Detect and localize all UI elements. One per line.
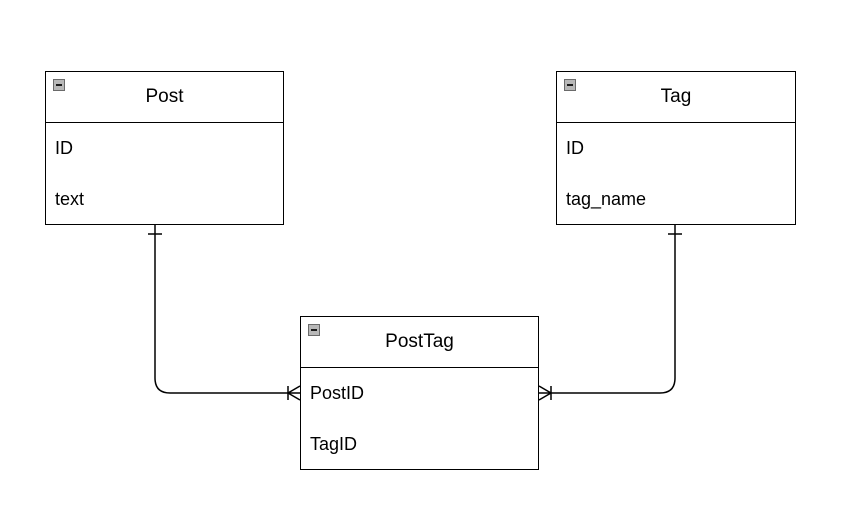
- collapse-icon[interactable]: [564, 79, 576, 91]
- entity-field[interactable]: TagID: [310, 434, 358, 454]
- entity-field[interactable]: ID: [566, 138, 584, 158]
- entity-field[interactable]: ID: [55, 138, 73, 158]
- entity-field[interactable]: PostID: [310, 383, 365, 403]
- entity-header-post[interactable]: Post: [46, 72, 283, 123]
- connector-tag-posttag[interactable]: [539, 225, 676, 394]
- connector-post-posttag[interactable]: [154, 225, 300, 394]
- collapse-icon[interactable]: [53, 79, 65, 91]
- entity-field[interactable]: text: [55, 189, 85, 209]
- entity-tag[interactable]: Tag ID tag_name: [556, 71, 796, 225]
- entity-posttag[interactable]: PostTag PostID TagID: [300, 316, 539, 470]
- entity-title: Post: [145, 86, 184, 107]
- entity-title: PostTag: [385, 331, 454, 352]
- cardinality-many-posttag-right: [538, 385, 552, 401]
- entity-field[interactable]: tag_name: [566, 189, 647, 209]
- collapse-icon[interactable]: [308, 324, 320, 336]
- entity-header-posttag[interactable]: PostTag: [301, 317, 538, 368]
- entity-post[interactable]: Post ID text: [45, 71, 284, 225]
- entity-title: Tag: [660, 86, 692, 107]
- cardinality-many-posttag-left: [287, 385, 301, 401]
- entity-header-tag[interactable]: Tag: [557, 72, 795, 123]
